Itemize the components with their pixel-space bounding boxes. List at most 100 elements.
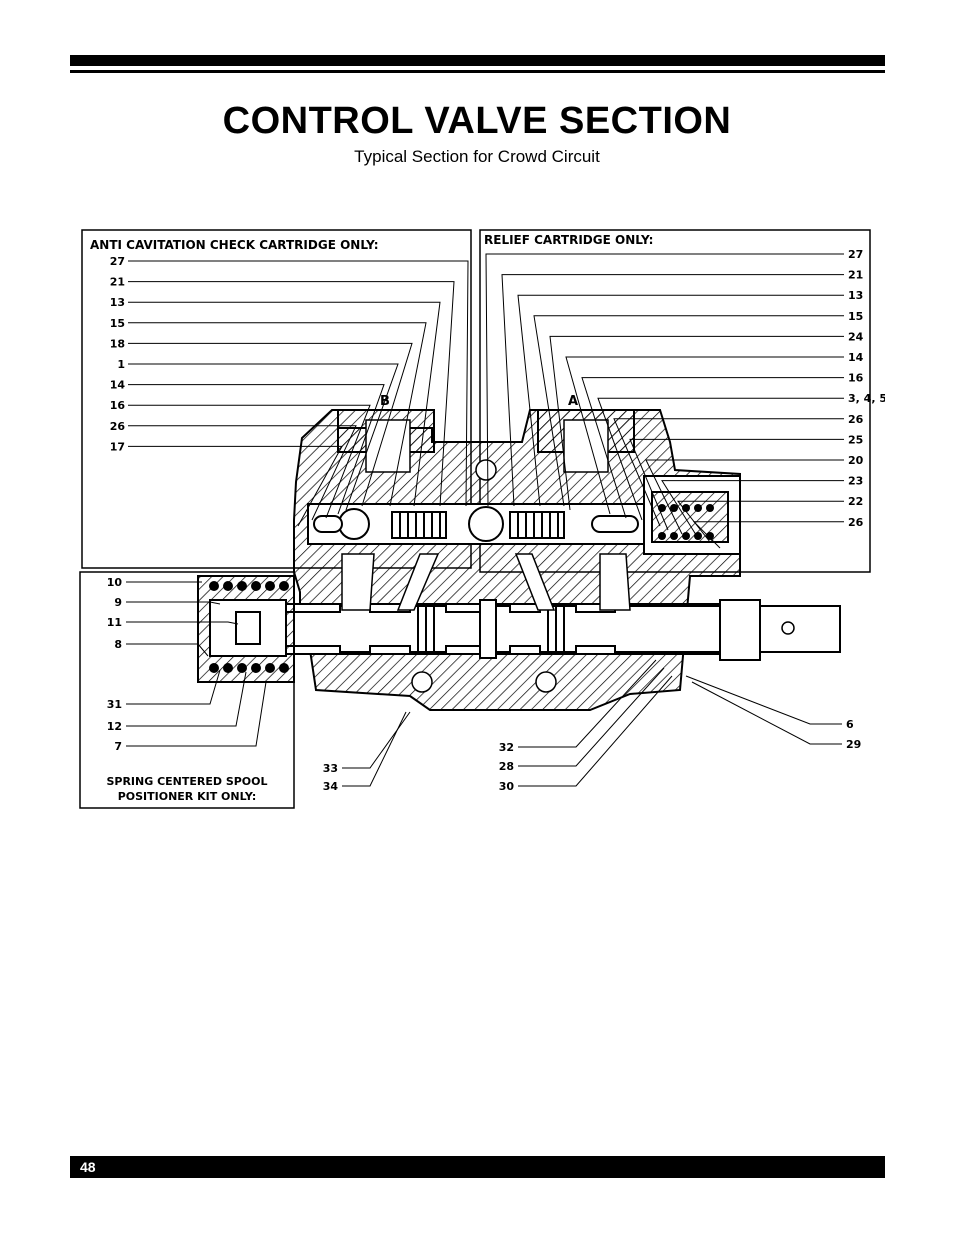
leader-left-9 — [128, 445, 343, 527]
callout-bottom-left-0: 33 — [323, 762, 338, 775]
page-title: CONTROL VALVE SECTION — [222, 100, 732, 142]
header-rule-thick — [70, 55, 885, 66]
right-poppet — [591, 515, 639, 533]
callout-left-0: 27 — [110, 255, 125, 268]
callout-left-7: 16 — [110, 399, 126, 412]
leader-spring-6 — [126, 681, 267, 747]
leader-bottom-left-0 — [342, 711, 411, 769]
callout-left-6: 14 — [110, 379, 126, 392]
spool-clevis — [759, 605, 841, 653]
page-number: 48 — [80, 1159, 96, 1175]
callout-bottom-mid-0: 32 — [499, 741, 514, 754]
callout-right-0: 27 — [848, 248, 863, 261]
leader-spring-3 — [126, 643, 209, 657]
leader-right-2 — [517, 294, 844, 507]
leader-left-6 — [128, 384, 385, 515]
callout-left-3: 15 — [110, 317, 125, 330]
callout-bottom-mid-1: 28 — [499, 760, 514, 773]
leader-left-3 — [128, 322, 427, 507]
leader-left-4 — [128, 342, 413, 507]
callout-right-7: 3, 4, 5 — [848, 392, 885, 405]
left-poppet — [313, 515, 343, 533]
leader-right-7 — [597, 397, 844, 521]
spring-kit-label-1: SPRING CENTERED SPOOL — [106, 775, 267, 788]
right-cartridge-spring — [509, 511, 565, 539]
body-passage-center-right — [514, 553, 556, 611]
leader-left-7 — [128, 404, 371, 519]
callout-bottom-mid-2: 30 — [499, 780, 515, 793]
valve-section-diagram: ANTI CAVITATION CHECK CARTRIDGE ONLY: RE… — [70, 220, 887, 830]
callout-right-10: 20 — [848, 454, 864, 467]
leader-right-4 — [549, 335, 844, 511]
anti-cavitation-box — [81, 229, 472, 569]
callout-left-8: 26 — [110, 420, 126, 433]
callout-bottom-left-1: 34 — [323, 780, 339, 793]
leader-right-9 — [629, 438, 844, 531]
callout-right-13: 26 — [848, 516, 864, 529]
leader-left-2 — [128, 301, 441, 507]
relief-label: RELIEF CARTRIDGE ONLY: — [484, 233, 653, 247]
body-passage-center-left — [396, 553, 440, 611]
leader-right-3 — [533, 315, 844, 507]
spool-shaft — [719, 599, 761, 661]
leader-right-10 — [645, 459, 844, 535]
leader-right-12 — [676, 500, 844, 543]
center-check-ball — [468, 506, 504, 542]
leader-spring-4 — [126, 669, 221, 705]
leader-right-1 — [501, 274, 844, 507]
callout-left-1: 21 — [110, 276, 125, 289]
clevis-pin-hole — [781, 621, 795, 635]
leader-right-13 — [692, 521, 844, 549]
callout-right-6: 16 — [848, 372, 864, 385]
body-passage-bottom-right — [535, 671, 557, 693]
relief-spring — [658, 504, 714, 540]
footer-bar: 48 — [70, 1156, 885, 1178]
left-check-ball — [338, 508, 370, 540]
callout-spring-3: 8 — [114, 638, 122, 651]
callout-left-9: 17 — [110, 440, 125, 453]
callout-right-3: 15 — [848, 310, 863, 323]
leader-bottom-right-0 — [685, 675, 842, 725]
leader-bottom-mid-2 — [518, 675, 673, 787]
body-passage-top — [475, 459, 497, 481]
body-passage-bottom-left — [411, 671, 433, 693]
anti-cavitation-label: ANTI CAVITATION CHECK CARTRIDGE ONLY: — [90, 238, 379, 252]
callout-right-5: 14 — [848, 351, 864, 364]
callout-bottom-right-1: 29 — [846, 738, 861, 751]
positioner-spring-coils — [209, 581, 289, 673]
leader-right-6 — [581, 377, 844, 519]
spool — [269, 605, 761, 653]
spool-lands — [417, 599, 565, 659]
callout-spring-4: 31 — [107, 698, 122, 711]
leader-right-11 — [661, 480, 844, 539]
positioner-retainer — [235, 611, 261, 645]
header-rule-thin — [70, 70, 885, 73]
callout-right-4: 24 — [848, 330, 864, 343]
callout-bottom-right-0: 6 — [846, 718, 854, 731]
callout-spring-0: 10 — [107, 576, 123, 589]
leader-left-5 — [128, 363, 399, 511]
leader-left-0 — [128, 260, 469, 507]
leader-bottom-left-1 — [342, 711, 407, 787]
callout-left-5: 1 — [117, 358, 125, 371]
leader-spring-5 — [126, 671, 247, 727]
callout-spring-2: 11 — [107, 616, 122, 629]
callout-right-1: 21 — [848, 269, 863, 282]
leader-spring-1 — [126, 601, 221, 605]
left-cartridge-spring — [391, 511, 447, 539]
callout-right-2: 13 — [848, 289, 863, 302]
page-subtitle: Typical Section for Crowd Circuit — [354, 147, 600, 166]
port-b-thread — [365, 419, 411, 473]
leader-left-8 — [128, 425, 357, 521]
leader-right-0 — [485, 253, 844, 507]
leader-right-5 — [565, 356, 844, 515]
spring-kit-box — [79, 571, 295, 809]
callout-spring-5: 12 — [107, 720, 122, 733]
leader-spring-2 — [126, 621, 239, 625]
callout-left-4: 18 — [110, 337, 125, 350]
callout-spring-1: 9 — [114, 596, 122, 609]
leader-left-1 — [128, 281, 455, 507]
callout-right-11: 23 — [848, 475, 863, 488]
callout-right-9: 25 — [848, 433, 863, 446]
